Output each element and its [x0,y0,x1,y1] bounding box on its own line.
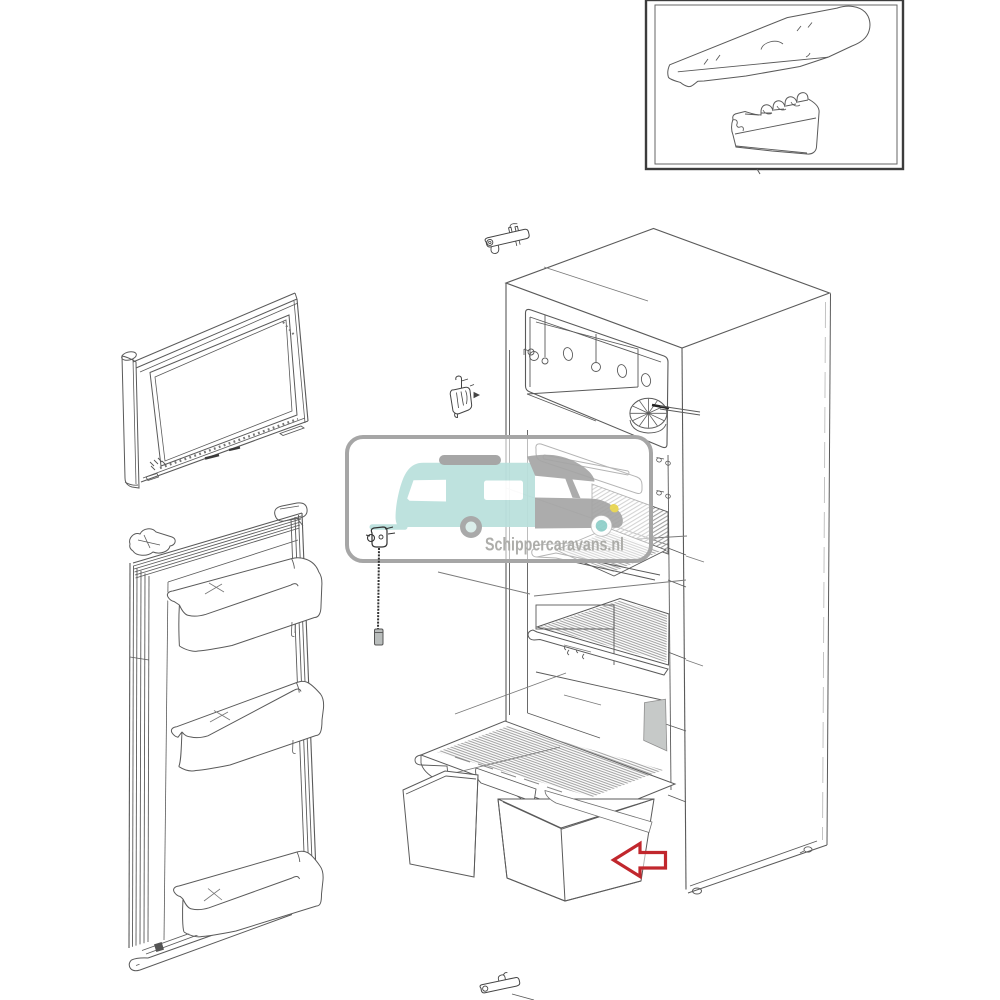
svg-text:Schippercaravans.nl: Schippercaravans.nl [485,535,624,555]
